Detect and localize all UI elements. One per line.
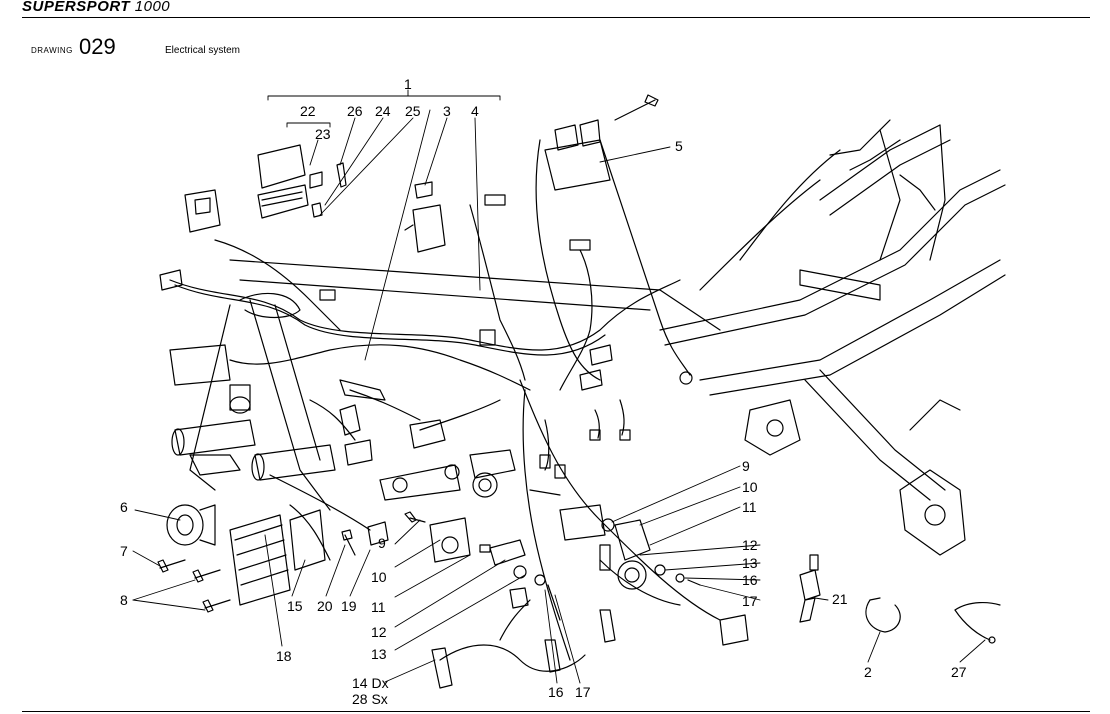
callout-18: 18 (276, 648, 292, 664)
callout-27: 27 (951, 664, 967, 680)
callout-10-right: 10 (742, 479, 758, 495)
callout-25: 25 (405, 103, 421, 119)
header-rule (22, 17, 1090, 18)
callout-16-right: 16 (742, 572, 758, 588)
callout-19: 19 (341, 598, 357, 614)
document-title: SUPERSPORT 1000 (22, 0, 170, 15)
callout-26: 26 (347, 103, 363, 119)
callout-11-left: 11 (371, 599, 386, 615)
callout-11-right: 11 (742, 499, 757, 515)
callout-13-right: 13 (742, 555, 758, 571)
callout-15: 15 (287, 598, 303, 614)
callout-7: 7 (120, 543, 128, 559)
callout-labels: 1 2 3 4 5 6 7 8 9 9 10 10 11 11 12 12 13… (120, 76, 967, 707)
callout-5: 5 (675, 138, 683, 154)
callout-23: 23 (315, 126, 331, 142)
callout-6: 6 (120, 499, 128, 515)
callout-2: 2 (864, 664, 872, 680)
callout-4: 4 (471, 103, 479, 119)
engine-mounts-drawing (171, 384, 516, 501)
model-name: 1000 (134, 0, 171, 15)
callout-1: 1 (404, 76, 412, 92)
brand-name: SUPERSPORT (22, 0, 131, 15)
callout-12-right: 12 (742, 537, 758, 553)
leader-lines (132, 89, 986, 684)
callout-9-right: 9 (742, 458, 750, 474)
callout-24: 24 (375, 103, 391, 119)
callout-9-left: 9 (378, 535, 386, 551)
drawing-description: Electrical system (165, 45, 241, 56)
drawing-label: DRAWING (31, 46, 73, 55)
callout-17-bottom: 17 (575, 684, 591, 700)
callout-22: 22 (300, 103, 316, 119)
callout-8: 8 (120, 592, 128, 608)
drawing-number: 029 (79, 34, 116, 59)
callout-21: 21 (832, 591, 848, 607)
callout-20: 20 (317, 598, 333, 614)
callout-14: 14 Dx (352, 675, 389, 691)
callout-16-bottom: 16 (548, 684, 564, 700)
callout-3: 3 (443, 103, 451, 119)
callout-10-left: 10 (371, 569, 387, 585)
callout-28: 28 Sx (352, 691, 388, 707)
callout-12-left: 12 (371, 624, 387, 640)
footer-rule (22, 711, 1090, 712)
callout-17-right: 17 (742, 593, 758, 609)
callout-13-left: 13 (371, 646, 387, 662)
